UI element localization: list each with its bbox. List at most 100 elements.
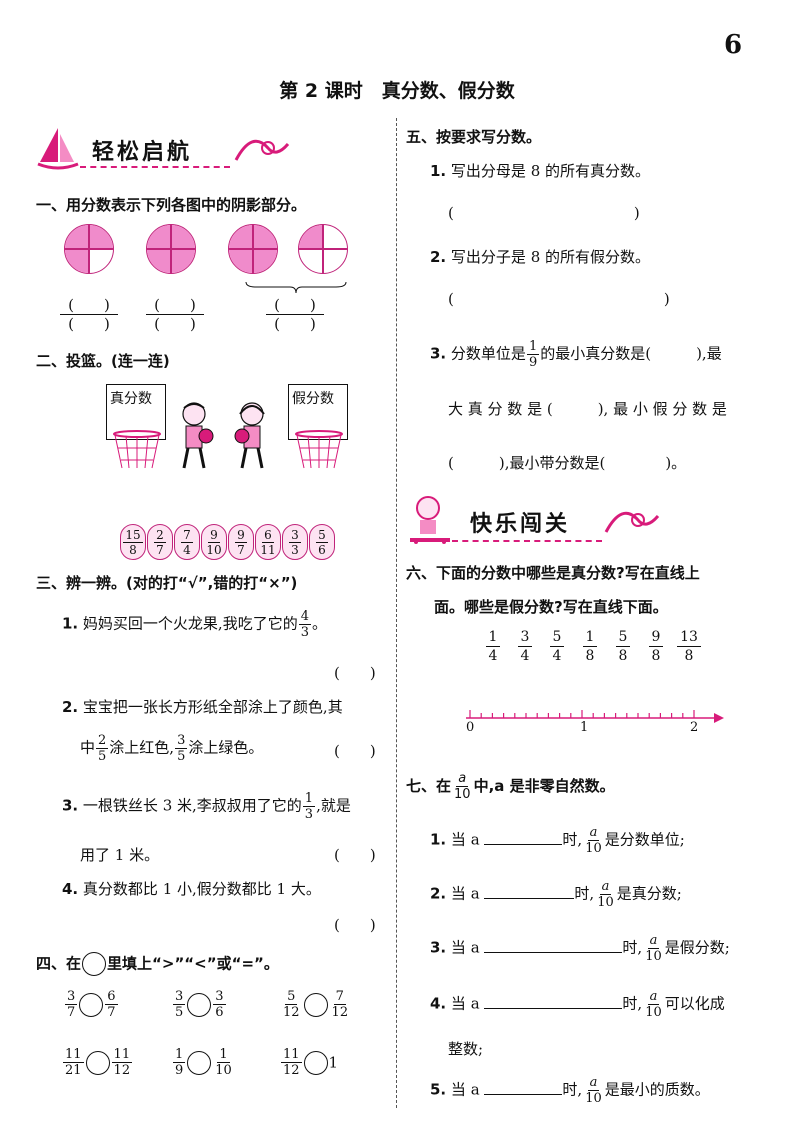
section2-heading: 二、投篮。(连一连) [36, 352, 170, 370]
s6-frac-4-num: 1 [582, 630, 598, 647]
judge-q2-text1: 宝宝把一张长方形纸全部涂上了颜色,其 [82, 698, 343, 716]
ball-7-den: 3 [291, 542, 299, 557]
column-divider [396, 118, 397, 1108]
s6-frac-7-num: 13 [677, 630, 701, 647]
cond-q2-frac-num: a [599, 879, 612, 895]
s6-frac-3-num: 5 [549, 630, 565, 647]
write-q1-text: 写出分母是 8 的所有真分数。 [450, 162, 651, 180]
judge-q3-text2: ,就是 [316, 796, 351, 815]
axis-label-0: 0 [466, 720, 475, 735]
cond-q4-blank[interactable] [484, 1007, 623, 1009]
cond-q2-shi: 时, [574, 884, 595, 903]
cond-q1-tail: 是分数单位; [604, 830, 685, 849]
ball-4-den: 10 [206, 542, 222, 557]
s6-frac-4-den: 8 [585, 648, 595, 664]
judge-q3-line2: 用了 1 米。 [80, 846, 160, 864]
compare-6-a-den: 12 [283, 1063, 300, 1078]
ball-6-num: 6 [262, 527, 274, 543]
write-q3-b: 的最小真分数是( ),最 [540, 344, 722, 363]
write-q3-num: 3. [430, 344, 447, 363]
s6-frac-2-num: 3 [517, 630, 533, 647]
judge-q2-b: 涂上红色, [109, 738, 175, 757]
judge-q2-line1: 2. 宝宝把一张长方形纸全部涂上了颜色,其 [62, 696, 343, 717]
judge-q4-answer[interactable]: ( ) [334, 916, 376, 934]
compare-5-circle[interactable] [187, 1050, 212, 1075]
judge-q2-answer[interactable]: ( ) [334, 742, 376, 760]
page-title: 第 2 课时 真分数、假分数 [279, 80, 515, 102]
swirl-ornament-icon [234, 139, 290, 161]
write-q1-answer[interactable]: ( ) [448, 204, 640, 222]
compare-1-a-num: 3 [65, 989, 78, 1005]
banner-right-line [452, 540, 602, 542]
cond-q4-num: 4. [430, 994, 447, 1013]
axis-label-1: 1 [580, 720, 589, 735]
compare-2-circle[interactable] [187, 992, 212, 1017]
judge-q3-frac-den: 3 [304, 807, 314, 822]
basket-improper-board [288, 384, 348, 440]
cond-q2-num: 2. [430, 884, 447, 903]
judge-q2-num: 2. [62, 698, 79, 716]
banner-right-title: 快乐闯关 [470, 512, 571, 537]
sailboat-icon [37, 128, 79, 170]
cond-q4-tail: 可以化成 [664, 994, 725, 1013]
answer-frac-1-bar [60, 314, 118, 315]
compare-5-a-num: 1 [173, 1047, 186, 1063]
shape-circle-3b [298, 224, 348, 274]
player-boy-icon [182, 402, 214, 469]
ball-2-den: 7 [156, 542, 164, 557]
s6-frac-1-num: 1 [485, 630, 501, 647]
write-q2-answer[interactable]: ( ) [448, 290, 670, 308]
cond-q1-blank[interactable] [484, 843, 563, 845]
cond-q4-frac-num: a [647, 989, 660, 1005]
judge-q2-f2-num: 3 [175, 733, 188, 749]
section5-heading: 五、按要求写分数。 [406, 128, 542, 146]
compare-2-a-num: 3 [173, 989, 186, 1005]
answer-frac-2[interactable]: ( ) ( ) [146, 296, 204, 333]
judge-q2-a: 中 [80, 738, 96, 757]
compare-5-a-den: 9 [175, 1063, 184, 1078]
compare-3-b-den: 12 [331, 1005, 349, 1020]
compare-2-b-num: 3 [213, 989, 226, 1005]
banner-left-title: 轻松启航 [92, 140, 193, 165]
compare-1-b-den: 7 [107, 1005, 116, 1020]
section4-heading-a: 四、在 [36, 954, 82, 973]
ball-6-den: 11 [260, 542, 276, 557]
basket-proper-label: 真分数 [110, 391, 152, 407]
compare-3-circle[interactable] [303, 992, 328, 1017]
answer-frac-3[interactable]: ( ) ( ) [266, 296, 324, 333]
cond-q2-blank[interactable] [484, 897, 575, 899]
answer-frac-2-bar [146, 314, 204, 315]
compare-6-circle[interactable] [303, 1050, 328, 1075]
player-girl-icon [234, 402, 265, 469]
answer-frac-1[interactable]: ( ) ( ) [60, 296, 118, 333]
write-q3-frac-den: 9 [528, 355, 538, 370]
compare-4-circle[interactable] [85, 1050, 110, 1075]
cond-q3-blank[interactable] [484, 951, 623, 953]
compare-4-b-num: 11 [111, 1047, 133, 1063]
judge-q1-tail: 。 [311, 614, 327, 633]
write-q3-frac-num: 1 [526, 339, 540, 355]
compare-4-a-num: 11 [63, 1047, 84, 1063]
compare-1-circle[interactable] [79, 992, 104, 1017]
judge-q3-answer[interactable]: ( ) [334, 846, 376, 864]
cond-q5-blank[interactable] [484, 1093, 563, 1095]
judge-q1-answer[interactable]: ( ) [334, 664, 376, 682]
ball-5-den: 7 [237, 542, 245, 557]
s6-frac-3-den: 4 [552, 648, 562, 664]
answer-frac-1-num: ( ) [68, 296, 110, 314]
banner-left-line [80, 166, 230, 168]
